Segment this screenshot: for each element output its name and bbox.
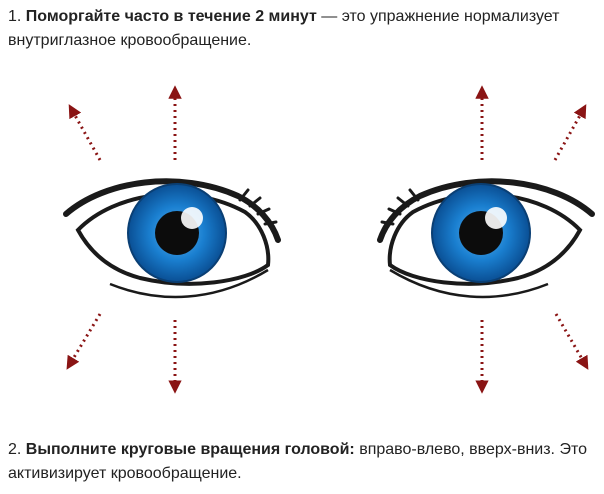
instruction-2: 2. Выполните круговые вращения головой: … (8, 438, 598, 486)
arrow-down-left (66, 313, 102, 370)
instruction-1-number: 1. (8, 8, 22, 25)
left-eye (63, 178, 281, 299)
instruction-2-bold: Выполните круговые вращения головой: (25, 441, 355, 458)
instruction-1-text: — это упражнение нормализует внутриглазн… (8, 8, 560, 49)
instruction-2-text: вправо-влево, вверх-вниз. Это активизиру… (8, 441, 587, 482)
arrow-down-right (554, 313, 589, 370)
right-eye (377, 178, 595, 299)
instruction-1: 1. Поморгайте часто в течение 2 минут — … (8, 5, 598, 53)
right-eye-arrows (475, 85, 589, 394)
instruction-2-number: 2. (8, 441, 22, 458)
arrow-up-right (553, 104, 587, 161)
eyes-with-arrows-icon (63, 85, 595, 394)
left-eye-arrows (66, 85, 182, 394)
instruction-1-bold: Поморгайте часто в течение 2 минут (25, 8, 317, 25)
arrow-up-left (68, 104, 102, 161)
